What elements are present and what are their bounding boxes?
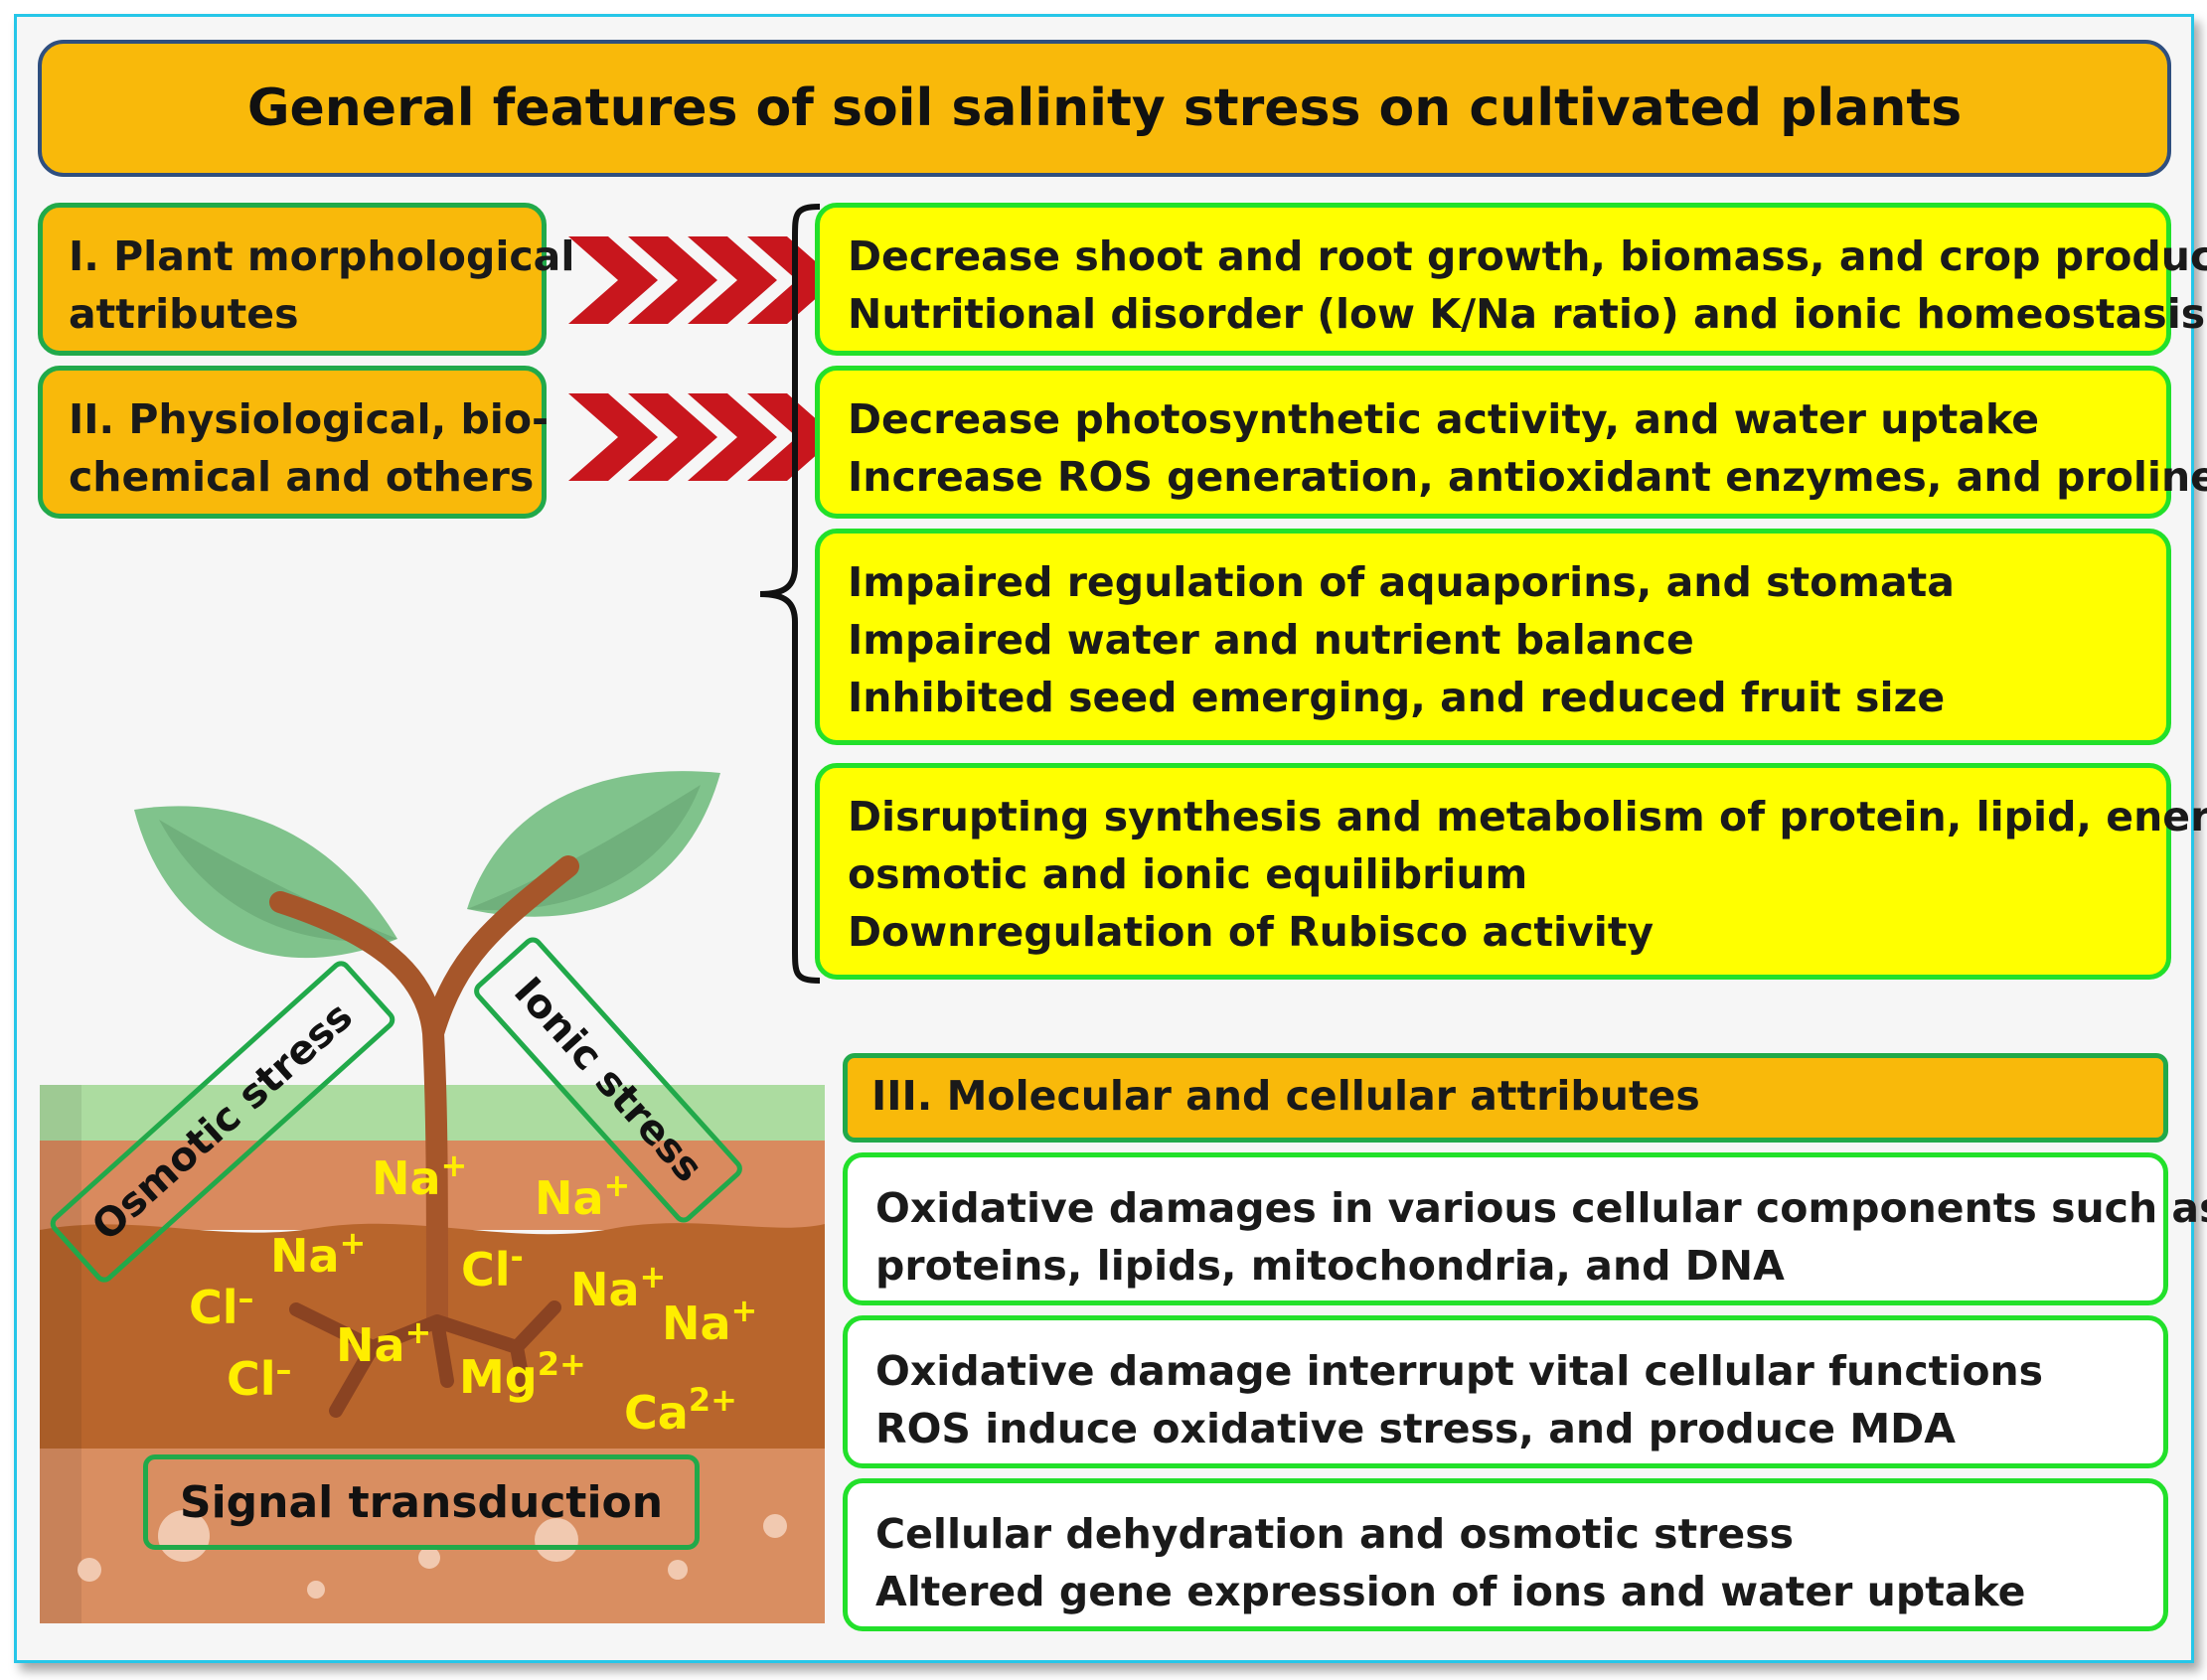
ion-cl-2: Cl- xyxy=(461,1238,524,1297)
cellular-1-line-1: Oxidative damages in various cellular co… xyxy=(875,1184,2207,1232)
feature-2-line-1: Decrease photosynthetic activity, and wa… xyxy=(848,395,2040,443)
feature-4-line-3: Downregulation of Rubisco activity xyxy=(848,908,1655,956)
category-molecular: III. Molecular and cellular attributes xyxy=(843,1053,2168,1143)
cellular-3-line-2: Altered gene expression of ions and wate… xyxy=(875,1568,2026,1615)
category-morphological: I. Plant morphological attributes xyxy=(38,203,575,356)
cellular-3-line-1: Cellular dehydration and osmotic stress xyxy=(875,1510,1795,1558)
feature-4-line-2: osmotic and ionic equilibrium xyxy=(848,850,1528,898)
left-leaf-shade xyxy=(159,820,397,942)
ion-na-1: Na+ xyxy=(372,1146,467,1205)
category-molecular-label: III. Molecular and cellular attributes xyxy=(871,1072,1700,1120)
figure-title: General features of soil salinity stress… xyxy=(38,40,2171,177)
title-text: General features of soil salinity stress… xyxy=(246,78,1963,138)
feature-3-line-3: Inhibited seed emerging, and reduced fru… xyxy=(848,674,1946,721)
feature-box-1: Decrease shoot and root growth, biomass,… xyxy=(815,203,2207,356)
right-leaf-shade xyxy=(467,785,701,911)
category-physiological-line-1: II. Physiological, bio- xyxy=(69,395,550,443)
feature-1-line-1: Decrease shoot and root growth, biomass,… xyxy=(848,232,2207,280)
category-morphological-line-2: attributes xyxy=(69,290,299,338)
ion-cl-3: Cl– xyxy=(227,1351,292,1406)
feature-box-3: Impaired regulation of aquaporins, and s… xyxy=(815,529,2171,745)
cellular-2-line-1: Oxidative damage interrupt vital cellula… xyxy=(875,1347,2044,1395)
cellular-box-2: Oxidative damage interrupt vital cellula… xyxy=(843,1315,2168,1468)
ion-mg: Mg2+ xyxy=(459,1345,586,1404)
signal-transduction-box: Signal transduction xyxy=(143,1454,700,1550)
category-physiological: II. Physiological, bio- chemical and oth… xyxy=(38,366,550,519)
right-leaf-icon xyxy=(467,771,720,917)
category-morphological-line-1: I. Plant morphological xyxy=(69,232,575,280)
feature-3-line-2: Impaired water and nutrient balance xyxy=(848,616,1694,664)
ion-na-2: Na+ xyxy=(535,1166,630,1225)
category-physiological-line-2: chemical and others xyxy=(69,453,535,501)
feature-1-line-2: Nutritional disorder (low K/Na ratio) an… xyxy=(848,290,2206,338)
ion-na-5: Na+ xyxy=(662,1292,757,1350)
feature-box-2: Decrease photosynthetic activity, and wa… xyxy=(815,366,2207,519)
ion-ca: Ca2+ xyxy=(624,1381,737,1440)
ion-na-3: Na+ xyxy=(270,1224,366,1283)
ion-cl-1: Cl– xyxy=(189,1280,254,1334)
soil-shadow xyxy=(40,1085,81,1623)
feature-box-4: Disrupting synthesis and metabolism of p… xyxy=(815,763,2207,980)
plant-roots xyxy=(289,1300,561,1418)
curly-bracket-icon xyxy=(759,204,821,984)
cellular-2-line-2: ROS induce oxidative stress, and produce… xyxy=(875,1405,1956,1452)
feature-2-line-2: Increase ROS generation, antioxidant enz… xyxy=(848,453,2207,501)
soil-pebbles xyxy=(78,1510,787,1599)
feature-4-line-1: Disrupting synthesis and metabolism of p… xyxy=(848,793,2207,840)
cellular-box-3: Cellular dehydration and osmotic stress … xyxy=(843,1478,2168,1631)
ion-na-4: Na+ xyxy=(570,1258,666,1316)
plant-stem xyxy=(269,855,579,1332)
feature-3-line-1: Impaired regulation of aquaporins, and s… xyxy=(848,558,1955,606)
cellular-box-1: Oxidative damages in various cellular co… xyxy=(843,1152,2207,1305)
ion-na-6: Na+ xyxy=(336,1313,431,1372)
middle-soil-layer xyxy=(40,1223,825,1449)
cellular-1-line-2: proteins, lipids, mitochondria, and DNA xyxy=(875,1242,1785,1290)
signal-transduction-label: Signal transduction xyxy=(179,1476,664,1528)
